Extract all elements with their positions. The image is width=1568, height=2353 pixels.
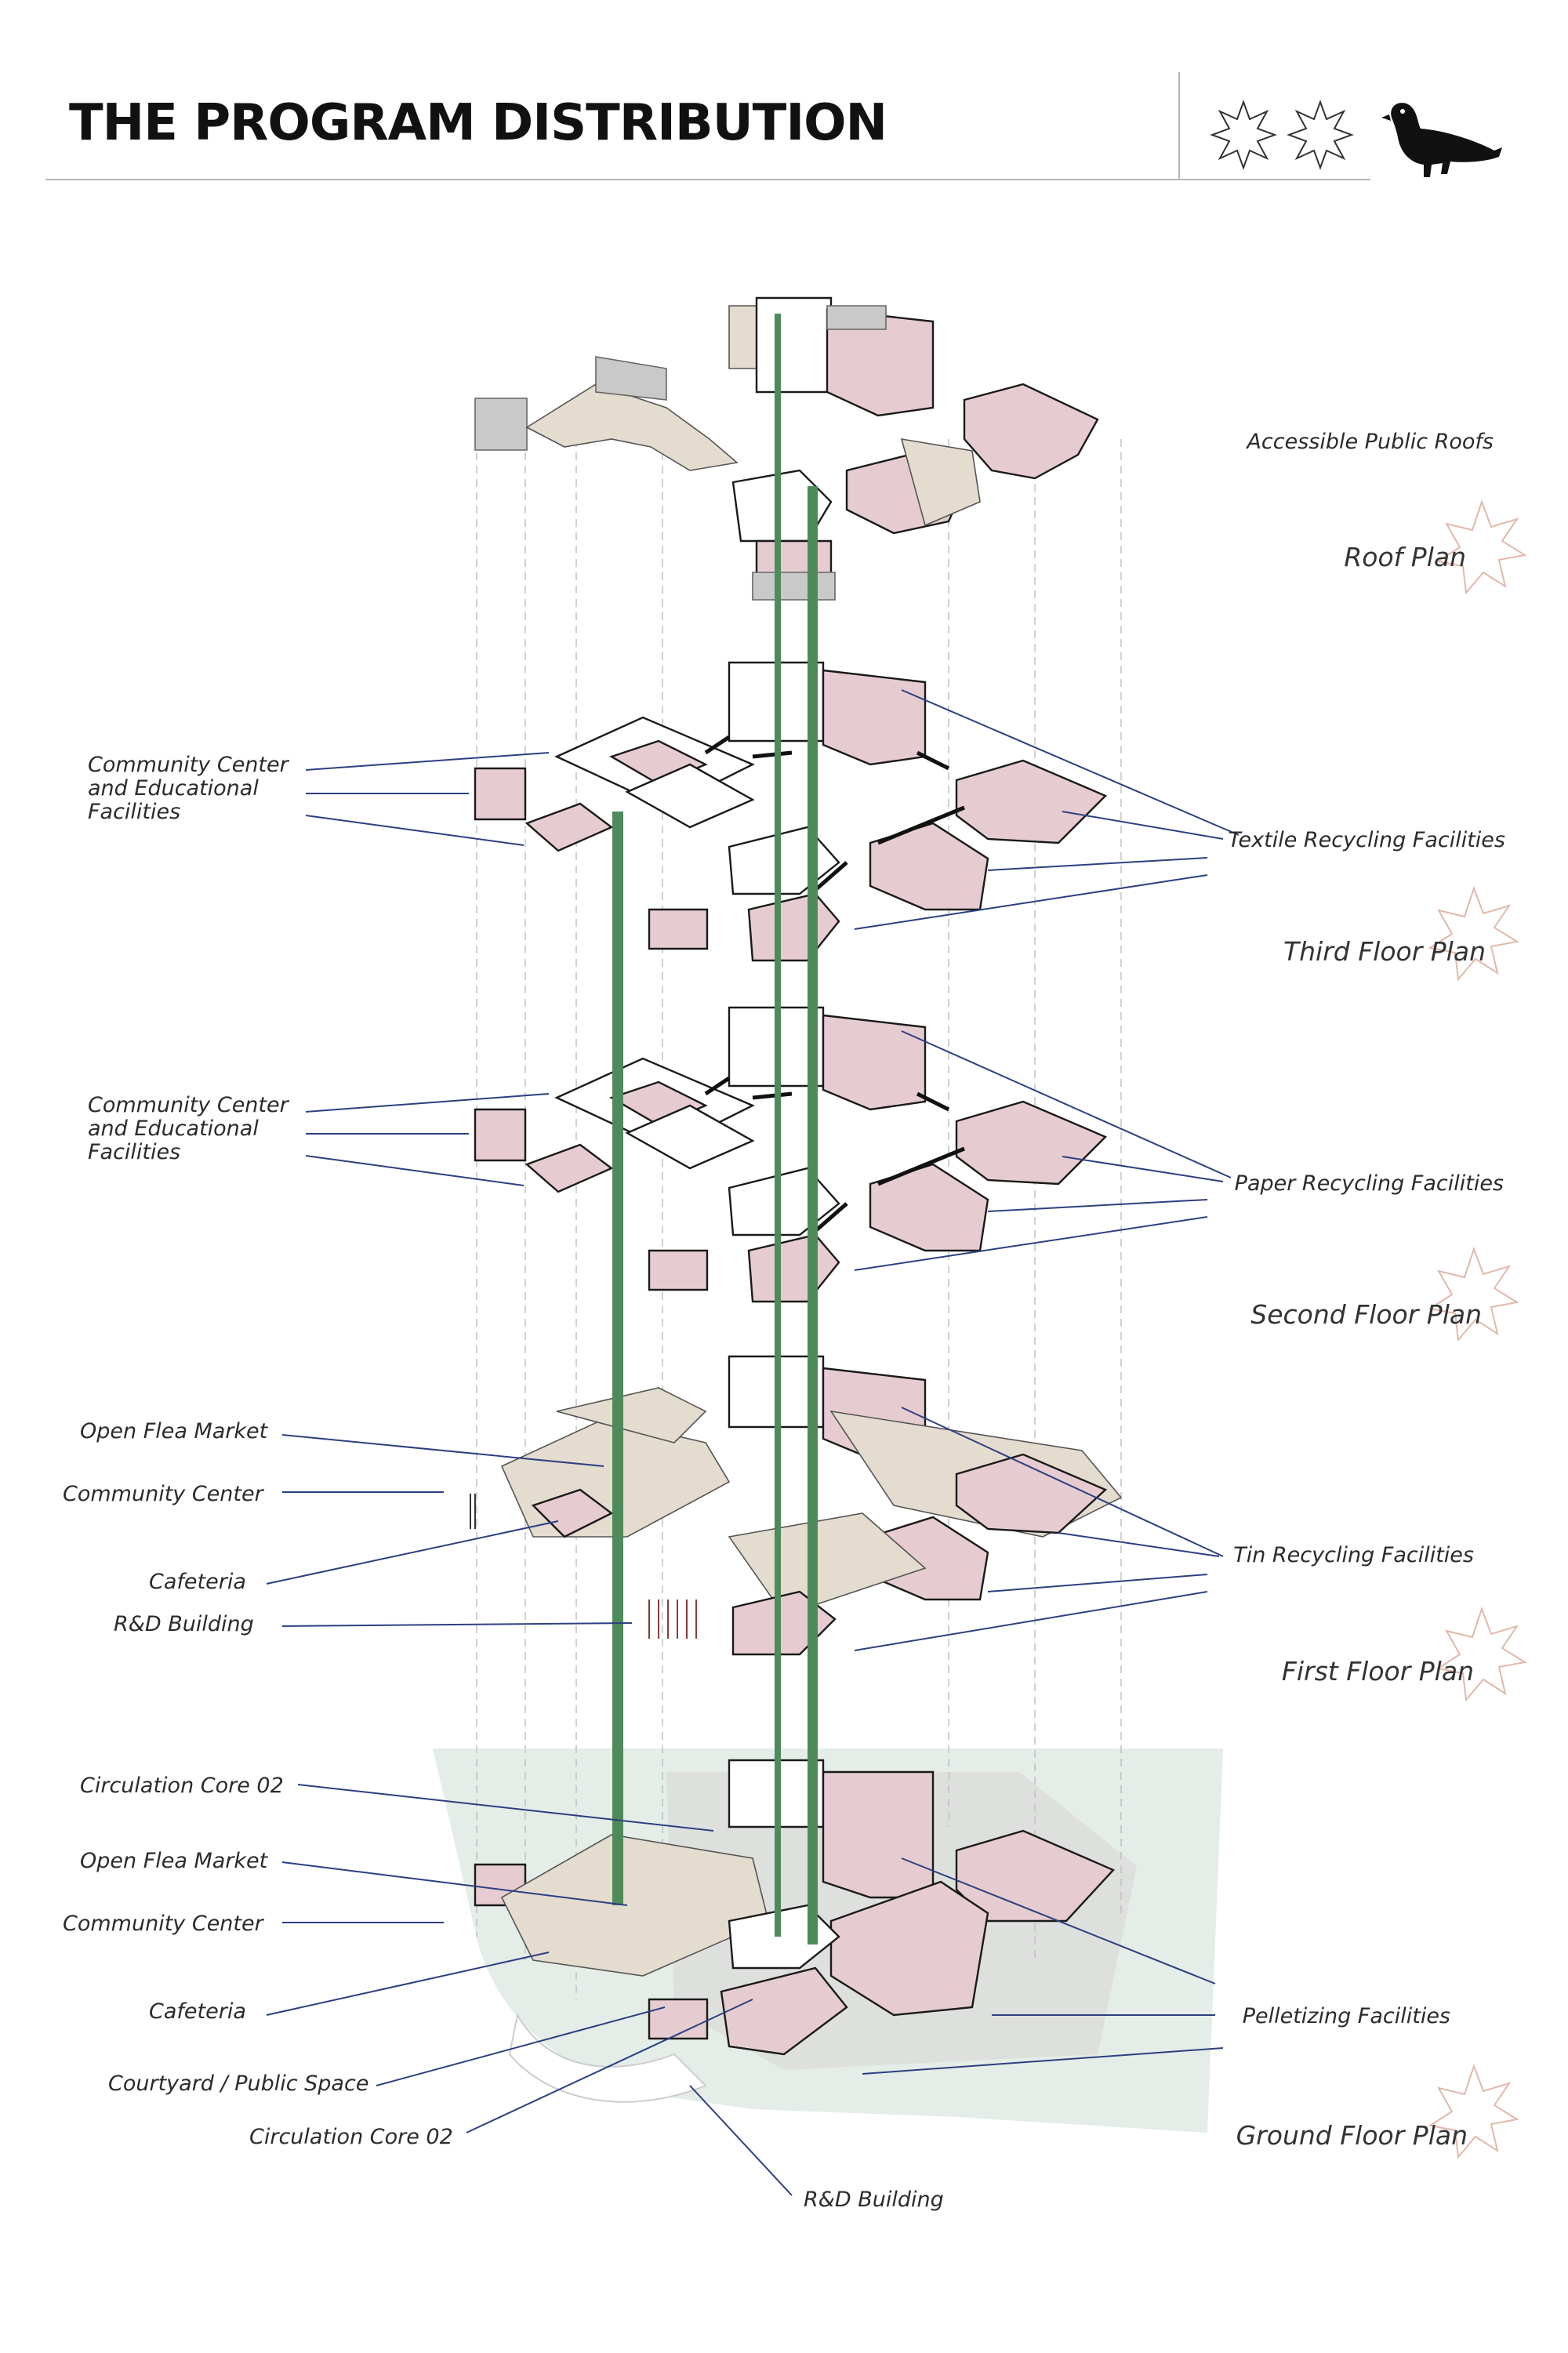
starburst-icon <box>1436 499 1527 595</box>
plan-title-ground: Ground Floor Plan <box>1236 2120 1468 2151</box>
label-community-center-3f-line2: and Educational <box>88 776 259 801</box>
label-courtyard-public-space: Courtyard / Public Space <box>108 2072 368 2096</box>
label-tin-recycling: Tin Recycling Facilities <box>1233 1543 1474 1567</box>
starburst-icon <box>1428 2064 1519 2159</box>
label-community-center-3f-line3: Facilities <box>88 800 180 824</box>
label-community-center-2f-line3: Facilities <box>88 1140 180 1164</box>
label-community-center-3f-line1: Community Center <box>88 753 290 777</box>
starburst-icon <box>1428 1247 1519 1342</box>
label-community-center-2f-line1: Community Center <box>88 1093 290 1117</box>
third-floor-model <box>474 661 1108 962</box>
starburst-icon <box>1428 886 1519 982</box>
roof-plan-model <box>474 296 1099 601</box>
label-rd-building-1f: R&D Building <box>114 1612 254 1636</box>
label-community-center-gf: Community Center <box>63 1912 265 1936</box>
label-circulation-core-02-gf-bottom: Circulation Core 02 <box>249 2125 453 2149</box>
pigeon-icon <box>1381 103 1502 177</box>
starburst-icon <box>1210 100 1277 170</box>
header-divider <box>1178 72 1180 179</box>
label-textile-recycling: Textile Recycling Facilities <box>1228 828 1505 852</box>
plan-title-roof: Roof Plan <box>1344 542 1466 572</box>
label-accessible-public-roofs: Accessible Public Roofs <box>1245 430 1494 454</box>
circulation-core <box>612 314 818 1944</box>
page-title: THE PROGRAM DISTRIBUTION <box>69 94 887 152</box>
label-rd-building-gf: R&D Building <box>804 2188 944 2212</box>
label-cafeteria-1f: Cafeteria <box>149 1570 246 1594</box>
label-community-center-2f-line2: and Educational <box>88 1117 259 1141</box>
second-floor-model <box>474 1006 1108 1303</box>
first-floor-model <box>470 1355 1123 1656</box>
leader-lines <box>266 689 1240 2196</box>
label-open-flea-market-1f: Open Flea Market <box>80 1419 269 1443</box>
ground-floor-model <box>474 1759 1116 2056</box>
label-open-flea-market-gf: Open Flea Market <box>80 1849 269 1873</box>
label-community-center-1f: Community Center <box>63 1482 265 1506</box>
plan-title-first: First Floor Plan <box>1282 1656 1474 1687</box>
plan-title-second: Second Floor Plan <box>1250 1299 1482 1330</box>
label-cafeteria-gf: Cafeteria <box>149 1999 246 2024</box>
label-pelletizing: Pelletizing Facilities <box>1243 2004 1450 2028</box>
label-circulation-core-02-gf-left: Circulation Core 02 <box>80 1774 284 1798</box>
starburst-icon <box>1287 100 1354 170</box>
plan-title-third: Third Floor Plan <box>1283 936 1486 967</box>
starburst-icon <box>1436 1607 1527 1702</box>
header-rule <box>45 179 1370 180</box>
label-paper-recycling: Paper Recycling Facilities <box>1235 1171 1504 1196</box>
projection-guides <box>476 439 1122 1999</box>
